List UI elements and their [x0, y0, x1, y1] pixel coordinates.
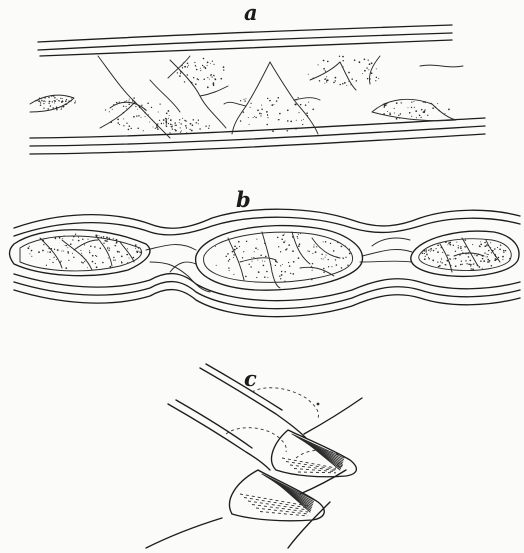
panel-a-lenses	[30, 95, 456, 121]
panel-a-upper-boundary	[38, 25, 452, 56]
panel-c-lower-lens	[230, 470, 325, 521]
panel-c-dot	[317, 403, 320, 406]
panel-b-label: b	[236, 187, 251, 212]
panel-a-stipple	[35, 56, 450, 135]
panel-a-label: a	[244, 0, 258, 25]
panel-c-fault-lines	[168, 364, 306, 470]
panel-a-lower-boundary	[30, 118, 485, 154]
panel-b-boudin-fractures	[40, 232, 500, 288]
panel-b-necks	[146, 238, 412, 292]
panel-c: c	[146, 364, 362, 548]
panel-a-stray-stroke	[420, 65, 463, 67]
panel-a: a	[30, 0, 485, 154]
panel-b: b	[10, 187, 521, 317]
